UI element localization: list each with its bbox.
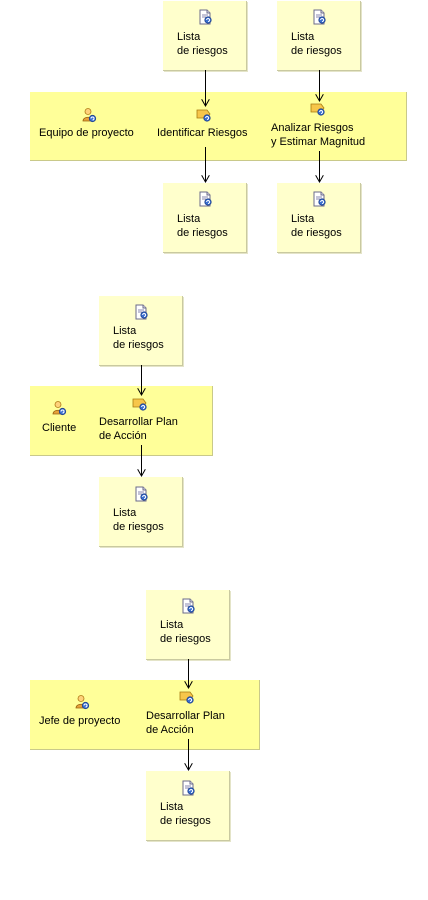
artifact-output-2[interactable]: Lista de riesgos [277,183,361,253]
artifact-input-1[interactable]: Lista de riesgos [163,1,247,71]
activity-lane-3 [30,680,260,750]
task-desarrollar-line2[interactable]: de Acción [146,724,194,736]
artifact-input-2[interactable]: Lista de riesgos [277,1,361,71]
activity-lane-1 [30,92,407,161]
artifact-label-line1: Lista [177,213,201,225]
artifact-label-line2: de riesgos [291,45,342,57]
artifact-label-line2: de riesgos [291,227,342,239]
artifact-label-line2: de riesgos [113,521,164,533]
artifact-label-line1: Lista [113,507,137,519]
artifact-label-line2: de riesgos [177,45,228,57]
artifact-label-line2: de riesgos [113,339,164,351]
artifact-label-line1: Lista [160,619,184,631]
artifact-input-4[interactable]: Lista de riesgos [146,590,230,660]
artifact-output-1[interactable]: Lista de riesgos [163,183,247,253]
artifact-label-line1: Lista [291,31,315,43]
activity-lane-2 [30,386,213,456]
artifact-label-line2: de riesgos [160,815,211,827]
artifact-output-4[interactable]: Lista de riesgos [146,771,230,841]
task-desarrollar-line2[interactable]: de Acción [99,430,147,442]
task-identificar-riesgos[interactable]: Identificar Riesgos [157,127,248,139]
role-label[interactable]: Cliente [42,422,77,434]
artifact-input-3[interactable]: Lista de riesgos [99,296,183,366]
artifact-label-line2: de riesgos [160,633,211,645]
role-label[interactable]: Jefe de proyecto [39,715,121,727]
artifact-label-line1: Lista [113,325,137,337]
artifact-label-line1: Lista [160,801,184,813]
task-desarrollar-line1[interactable]: Desarrollar Plan [146,710,225,722]
task-analizar-line2[interactable]: y Estimar Magnitud [271,136,366,148]
artifact-output-3[interactable]: Lista de riesgos [99,477,183,547]
role-label[interactable]: Equipo de proyecto [39,127,134,139]
artifact-label-line1: Lista [177,31,201,43]
artifact-label-line1: Lista [291,213,315,225]
task-desarrollar-line1[interactable]: Desarrollar Plan [99,416,178,428]
task-analizar-line1[interactable]: Analizar Riesgos [271,122,354,134]
artifact-label-line2: de riesgos [177,227,228,239]
